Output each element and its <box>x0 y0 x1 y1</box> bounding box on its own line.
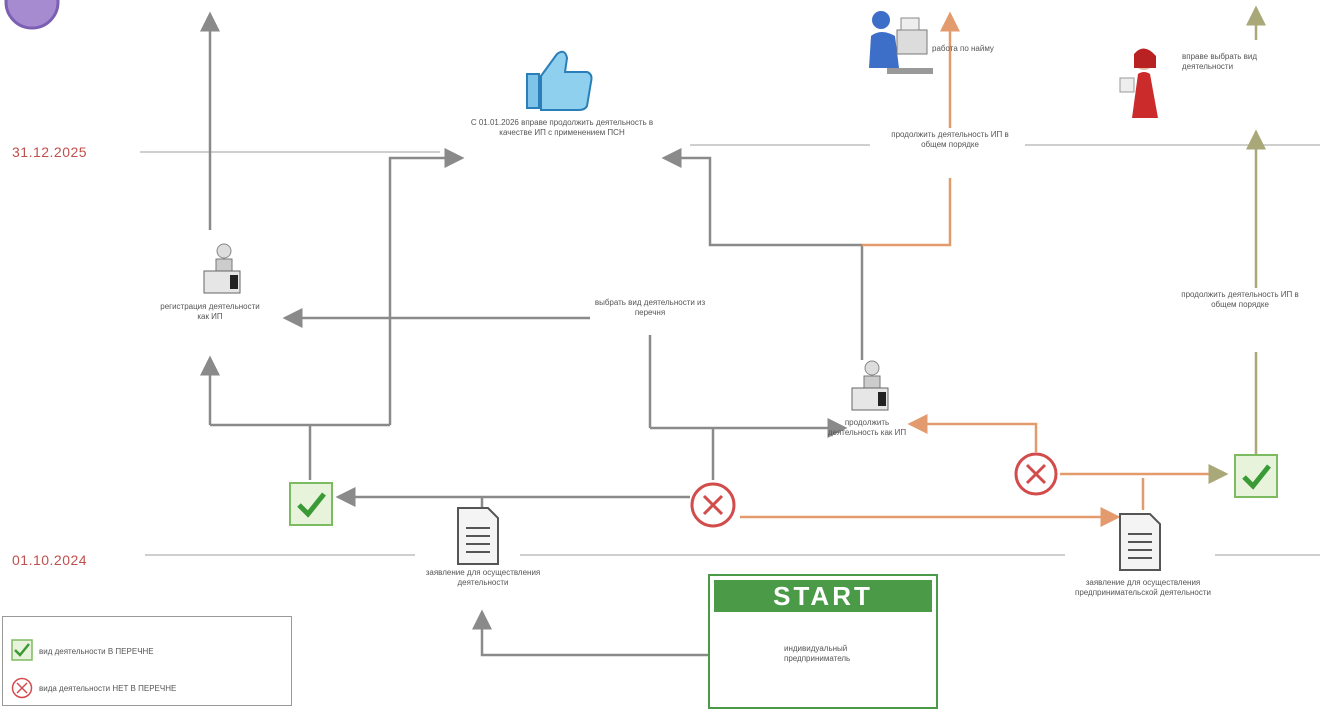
check-icon <box>11 639 33 661</box>
cross-icon <box>1014 452 1058 496</box>
node-thumbs-caption: С 01.01.2026 вправе продолжить деятельно… <box>470 118 654 137</box>
document-icon <box>457 507 499 565</box>
date-line-top <box>140 144 1320 153</box>
node-register-left-caption: регистрация деятельности как ИП <box>160 302 260 321</box>
check-icon <box>1234 454 1278 498</box>
start-label: START <box>714 580 932 612</box>
node-choose-kind-caption: выбрать вид деятельности из перечня <box>594 298 706 317</box>
legend-not-allowed: вида деятельности НЕТ В ПЕРЕЧНЕ <box>39 684 177 693</box>
node-apply-left-caption: заявление для осуществления деятельности <box>425 568 541 587</box>
legend-allowed: вид деятельности В ПЕРЕЧНЕ <box>39 647 154 656</box>
date-label-top: 31.12.2025 <box>12 144 88 160</box>
document-icon <box>1119 513 1161 571</box>
node-employment-caption: работа по найму <box>932 44 994 53</box>
person-desk-icon <box>851 360 889 411</box>
node-woman-caption: вправе выбрать вид деятельности <box>1182 52 1258 71</box>
date-label-bottom: 01.10.2024 <box>12 552 88 568</box>
check-icon <box>289 482 333 526</box>
node-continue-general-caption: продолжить деятельность ИП в общем поряд… <box>891 130 1009 149</box>
logo-icon <box>4 0 60 30</box>
thumbs-up-icon <box>526 50 593 111</box>
person-desk-icon <box>869 11 933 74</box>
woman-icon <box>1119 48 1158 118</box>
cross-icon <box>11 677 33 699</box>
legend: вид деятельности В ПЕРЕЧНЕ вида деятельн… <box>2 616 292 706</box>
cross-icon <box>690 482 736 528</box>
node-continue-general-right-caption: продолжить деятельность ИП в общем поряд… <box>1181 290 1299 309</box>
orange-connectors <box>740 11 1229 527</box>
node-apply-right-caption: заявление для осуществления предпринимат… <box>1075 578 1211 597</box>
node-register-center-caption: продолжить деятельность как ИП <box>827 418 907 437</box>
gray-connectors <box>200 11 864 657</box>
person-desk-icon <box>203 243 241 294</box>
start-caption: индивидуальный предприниматель <box>784 644 851 663</box>
start-box: START индивидуальный предприниматель <box>708 574 938 709</box>
